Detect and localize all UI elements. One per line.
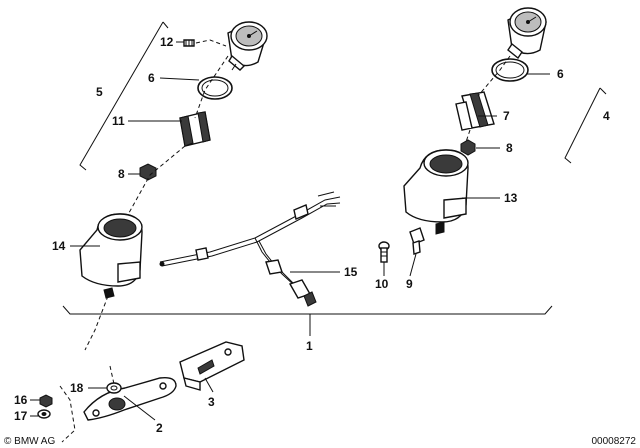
callout-12: 12: [160, 35, 174, 49]
holder-plate: [179, 341, 245, 391]
callout-9: 9: [406, 277, 413, 291]
callout-14: 14: [52, 239, 66, 253]
washer-17: [37, 409, 51, 419]
copyright-text: © BMW AG: [4, 436, 55, 447]
wiring-harness: [159, 191, 341, 307]
callout-7: 7: [503, 109, 510, 123]
right-gauge: [507, 7, 547, 60]
right-nut: [460, 139, 476, 156]
right-axis-lines: [465, 55, 511, 143]
callout-17: 17: [14, 409, 28, 423]
callout-13: 13: [504, 191, 518, 205]
group-bracket-4: [564, 87, 607, 164]
left-screw: [183, 39, 195, 47]
callout-8-right: 8: [506, 141, 513, 155]
callout-5: 5: [96, 85, 103, 99]
callout-10: 10: [375, 277, 389, 291]
right-housing: [403, 149, 469, 235]
left-nut: [139, 163, 157, 181]
callout-16: 16: [14, 393, 28, 407]
right-fitting-9: [409, 227, 425, 255]
right-seal-ring: [491, 58, 529, 82]
group-bracket-1: [62, 305, 553, 336]
right-screw-10: [378, 241, 390, 263]
callout-labels: 12 5 6 11 8 14 6 4 7 8 13 10 9 15 1 2 3 …: [14, 35, 610, 435]
callout-4: 4: [603, 109, 610, 123]
callout-6-right: 6: [557, 67, 564, 81]
nut-16: [39, 394, 53, 408]
right-holder: [455, 91, 495, 131]
callout-1: 1: [306, 339, 313, 353]
left-seal-ring: [197, 76, 233, 100]
lower-axis-lines: [59, 365, 115, 443]
callout-15: 15: [344, 265, 358, 279]
washer-18: [106, 382, 122, 394]
mounting-plate: [83, 376, 177, 421]
left-gauge: [227, 21, 268, 71]
callout-2: 2: [156, 421, 163, 435]
callout-18: 18: [70, 381, 84, 395]
left-housing: [79, 213, 143, 299]
callout-8-left: 8: [118, 167, 125, 181]
callout-3: 3: [208, 395, 215, 409]
left-holder: [179, 111, 211, 147]
drawing-number: 00008272: [592, 436, 637, 447]
callout-6-left: 6: [148, 71, 155, 85]
group-bracket-5: [79, 21, 169, 171]
leader-lines: [30, 41, 550, 421]
left-housing-axis: [84, 295, 109, 351]
left-axis-lines: [124, 39, 229, 221]
callout-11: 11: [112, 114, 125, 128]
